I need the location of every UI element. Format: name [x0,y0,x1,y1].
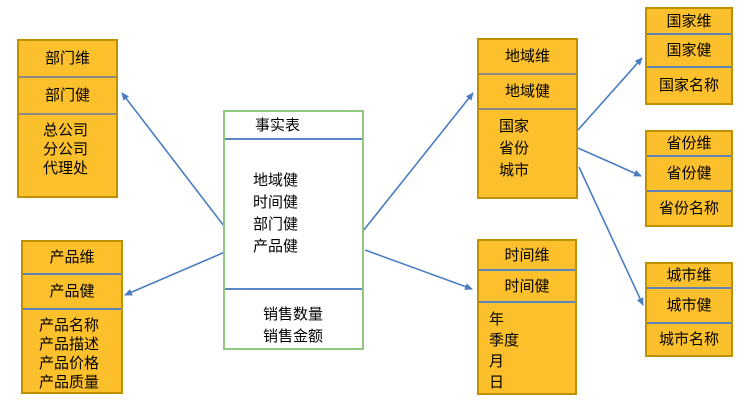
row-divider [19,113,116,115]
key-row: 部门健 [44,87,90,104]
table-title: 地域维 [504,48,550,65]
arrow-fact-to-product-key [124,251,226,296]
key-row: 时间健 [504,277,550,295]
row-divider [23,308,121,310]
row-divider [479,301,575,303]
fact-table: 事实表 地域健 时间健 部门健 产品健 销售数量 销售金额 [223,110,364,350]
arrow-region-to-city-key [578,166,644,306]
row-divider [647,287,731,289]
row-divider [647,33,731,35]
row-divider [225,138,362,140]
fact-table-title: 事实表 [255,116,301,134]
attribute-rows: 城市名称 [658,331,719,348]
arrow-region-to-province-key [577,147,642,177]
row-divider [225,288,362,290]
row-divider [479,269,575,272]
table-title: 时间维 [504,246,550,264]
attribute-rows: 省份名称 [658,200,719,217]
row-divider [647,322,731,324]
row-divider [647,190,731,192]
row-divider [647,155,731,157]
product-dimension-table: 产品维 产品健 产品名称 产品描述 产品价格 产品质量 [21,240,123,394]
arrow-fact-to-department-key [121,92,225,227]
attribute-rows: 年 季度 月 日 [489,311,520,391]
country-dimension-table: 国家维 国家健 国家名称 [645,7,733,105]
arrow-fact-to-time-key [364,249,473,290]
table-title: 部门维 [44,50,90,67]
province-dimension-table: 省份维 省份健 省份名称 [645,130,733,227]
table-title: 城市维 [666,267,712,284]
table-title: 产品维 [49,248,95,266]
attribute-rows: 国家名称 [658,77,719,94]
table-title: 国家维 [666,12,712,30]
row-divider [479,108,576,110]
row-divider [647,66,731,68]
fact-measure-rows: 销售数量 销售金额 [263,306,324,345]
key-row: 省份健 [666,165,712,182]
department-dimension-table: 部门维 部门健 总公司 分公司 代理处 [17,39,118,198]
key-row: 地域健 [504,83,550,100]
attribute-rows: 产品名称 产品描述 产品价格 产品质量 [39,317,100,391]
arrow-fact-to-region-key [362,92,474,232]
key-row: 城市健 [666,297,712,314]
row-divider [479,73,576,75]
key-row: 产品健 [49,282,95,300]
table-title: 省份维 [666,135,712,152]
attribute-rows: 总公司 分公司 代理处 [43,122,89,177]
city-dimension-table: 城市维 城市健 城市名称 [645,262,733,357]
key-row: 国家健 [666,42,712,59]
row-divider [19,76,116,78]
region-dimension-table: 地域维 地域健 国家 省份 城市 [477,38,578,199]
row-divider [23,272,121,275]
arrow-region-to-country-key [577,57,643,131]
time-dimension-table: 时间维 时间健 年 季度 月 日 [477,239,577,395]
attribute-rows: 国家 省份 城市 [499,118,530,179]
fact-key-rows: 地域健 时间健 部门健 产品健 [253,172,299,255]
